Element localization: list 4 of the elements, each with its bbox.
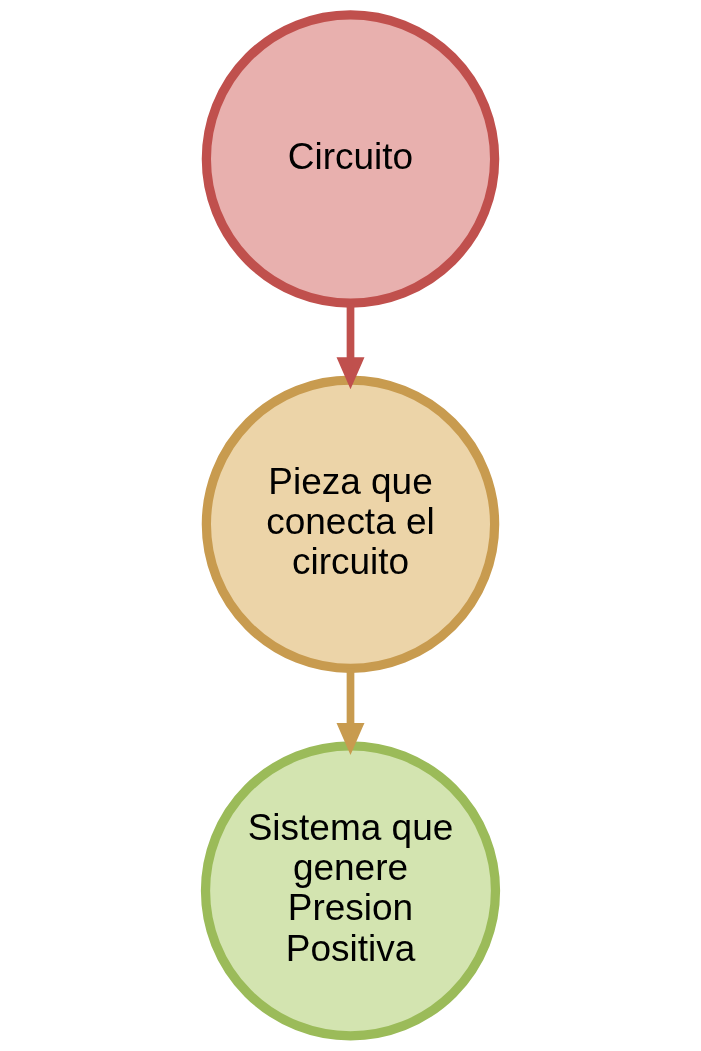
- arrow: [336, 303, 365, 390]
- node-circle: Pieza que conecta el circuito: [201, 375, 500, 674]
- node-circle: Circuito: [201, 10, 500, 308]
- node-circle: Sistema que genere Presion Positiva: [200, 741, 501, 1041]
